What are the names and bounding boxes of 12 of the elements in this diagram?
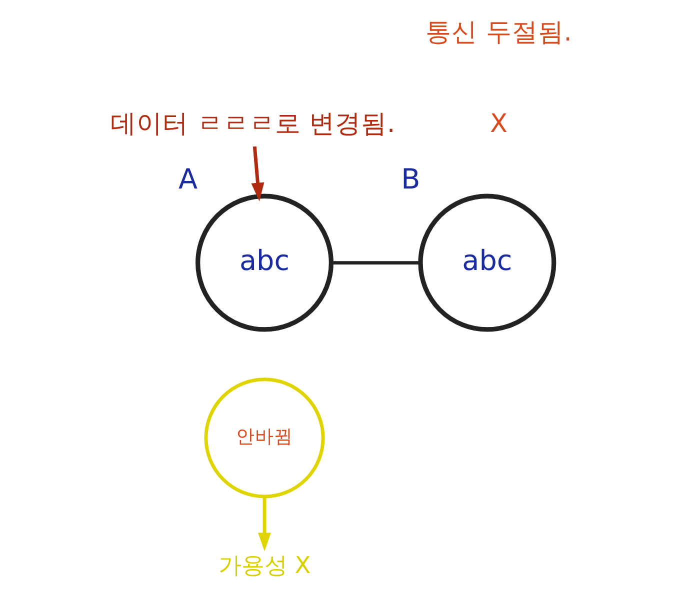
node-text: 가용성 X — [218, 552, 311, 580]
node-circle: 안바뀜 — [204, 378, 325, 498]
node-label: B — [401, 162, 420, 196]
node-text: 데이터 ㄹㄹㄹ로 변경됨. — [110, 108, 396, 139]
connector — [331, 261, 420, 265]
node-circle: abc — [196, 194, 334, 332]
arrow — [251, 146, 264, 202]
node-circle: abc — [418, 194, 556, 332]
label: 통신 두절됨. — [426, 17, 572, 48]
arrow — [258, 496, 272, 552]
node-label: A — [178, 162, 198, 196]
label: X — [490, 108, 508, 139]
